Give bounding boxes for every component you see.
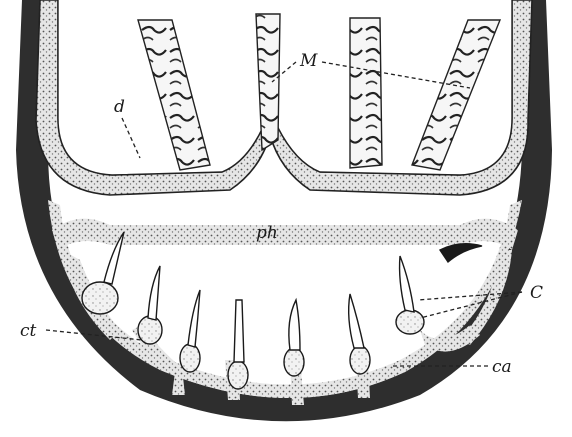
cell-body-4 [228,361,248,389]
label-d: d [114,97,125,117]
cell-body-5 [284,348,304,376]
hook-right [440,244,482,262]
cell-body-2 [138,316,162,344]
muscle-band-3 [350,18,382,168]
label-C: C [530,283,543,303]
cell-body-6 [350,346,370,374]
label-M: M [299,51,318,71]
seta-5 [289,300,300,350]
cell-body-3 [180,344,200,372]
label-ca: ca [492,357,512,377]
seta-4 [234,300,244,362]
label-ph: ph [256,223,278,243]
seta-6 [349,294,364,348]
cell-body-1 [82,282,118,314]
seta-7 [400,256,414,312]
cell-body-7 [396,310,424,334]
label-ct: ct [20,321,37,341]
seta-2 [148,266,160,320]
seta-3 [188,290,200,347]
